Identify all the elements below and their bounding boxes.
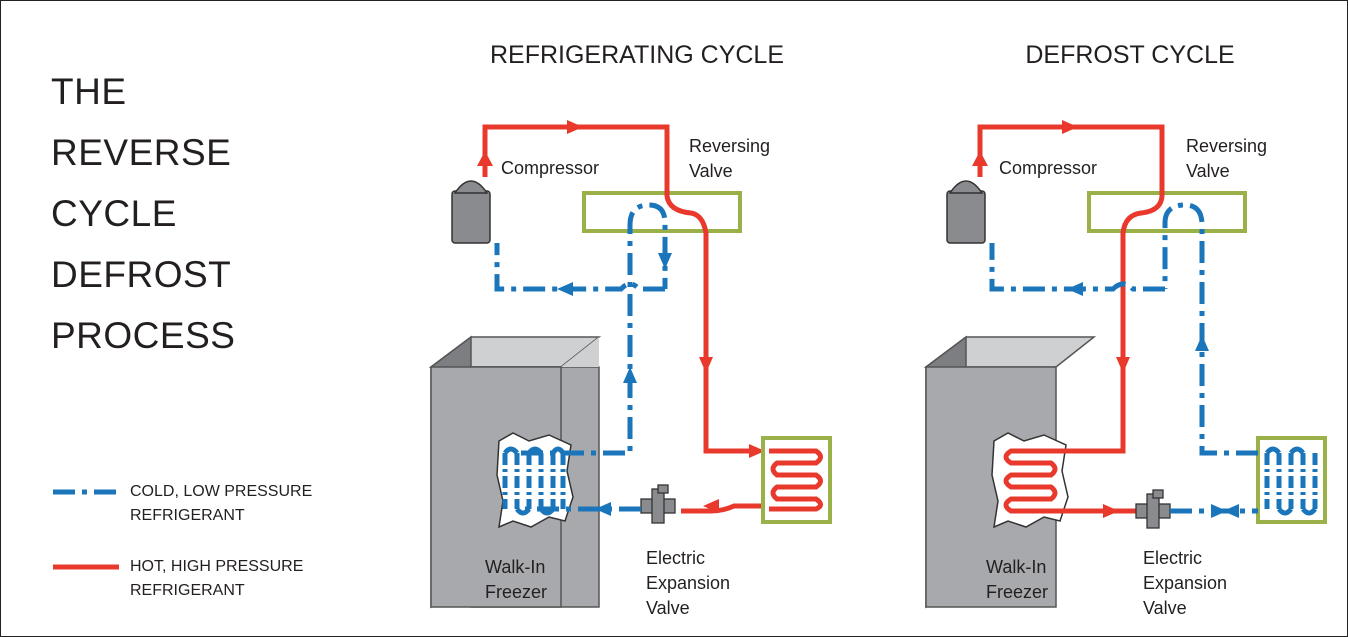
reversing-valve-left <box>582 191 742 233</box>
legend-line: COLD, LOW PRESSURE <box>130 483 313 500</box>
label-line: Reversing <box>689 136 771 156</box>
freezer-label-right: Walk-In Freezer <box>986 555 1048 605</box>
walk-in-freezer-right <box>923 335 1097 609</box>
legend-cold-text: COLD, LOW PRESSURE REFRIGERANT <box>130 480 312 528</box>
expansion-valve-label-right: Electric Expansion Valve <box>1143 546 1227 621</box>
label-line: Expansion <box>1143 573 1228 593</box>
compressor-left <box>451 175 491 244</box>
legend-line: HOT, HIGH PRESSURE <box>130 558 304 575</box>
legend-line: REFRIGERANT <box>130 507 245 524</box>
label-line: Electric <box>646 548 706 568</box>
reversing-valve-label-right: Reversing Valve <box>1186 134 1267 184</box>
defrost-cycle-title: DEFROST CYCLE <box>1025 41 1235 69</box>
reversing-valve-right <box>1087 191 1247 233</box>
label-line: Freezer <box>485 582 548 602</box>
main-title: THE REVERSE CYCLE DEFROST PROCESS <box>51 61 351 366</box>
label-line: Expansion <box>646 573 731 593</box>
label-line: Valve <box>1143 598 1187 618</box>
title-line: DEFROST <box>51 254 232 295</box>
legend-line: REFRIGERANT <box>130 582 245 599</box>
label-line: Valve <box>1186 161 1230 181</box>
refrigerating-cycle-panel <box>428 120 832 609</box>
title-line: THE <box>51 71 127 112</box>
label-line: Valve <box>646 598 690 618</box>
expansion-valve-right <box>1135 489 1171 529</box>
legend-hot-text: HOT, HIGH PRESSURE REFRIGERANT <box>130 555 303 603</box>
outdoor-coil-right <box>1256 436 1327 524</box>
defrost-cycle-panel <box>923 120 1327 609</box>
reversing-valve-label-left: Reversing Valve <box>689 134 770 184</box>
label-line: Reversing <box>1186 136 1268 156</box>
label-line: Electric <box>1143 548 1203 568</box>
title-line: PROCESS <box>51 315 236 356</box>
refrigerating-cycle-title: REFRIGERATING CYCLE <box>489 41 785 69</box>
title-line: REVERSE <box>51 132 232 173</box>
expansion-valve-left <box>640 484 676 524</box>
compressor-label-right: Compressor <box>999 158 1098 178</box>
label-line: Walk-In <box>986 557 1047 577</box>
compressor-label-left: Compressor <box>501 158 600 178</box>
title-line: CYCLE <box>51 193 177 234</box>
outdoor-coil-left <box>761 436 832 524</box>
walk-in-freezer-left <box>428 335 602 609</box>
label-line: Walk-In <box>485 557 546 577</box>
freezer-label-left: Walk-In Freezer <box>485 555 547 605</box>
label-line: Valve <box>689 161 733 181</box>
compressor-right <box>946 175 986 244</box>
label-line: Freezer <box>986 582 1049 602</box>
expansion-valve-label-left: Electric Expansion Valve <box>646 546 730 621</box>
